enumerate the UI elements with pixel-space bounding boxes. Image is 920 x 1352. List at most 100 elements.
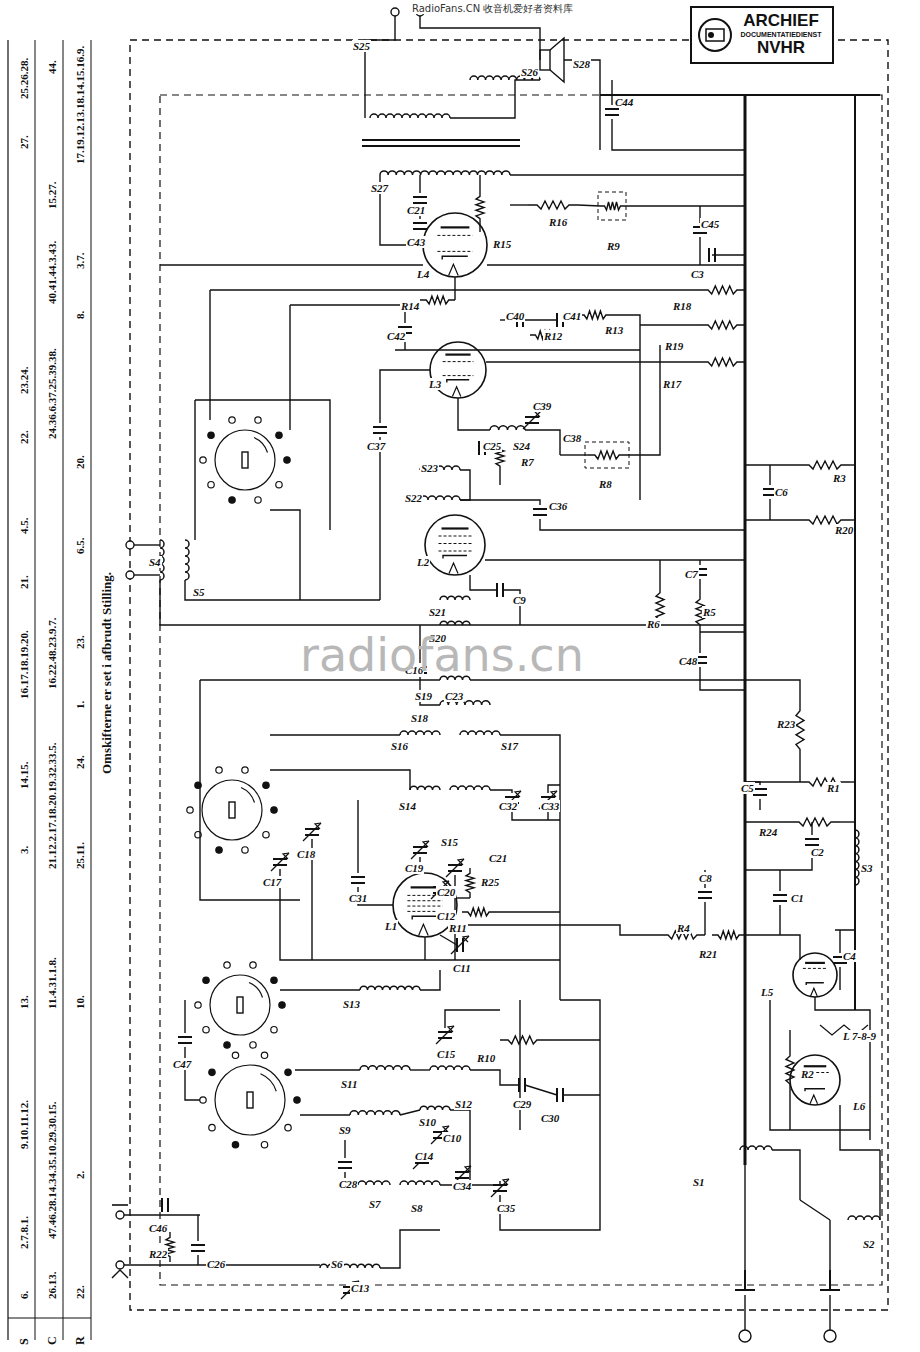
wire: [395, 349, 640, 350]
wafer-switch: [215, 1065, 285, 1135]
switch-contact: [276, 481, 282, 487]
wire: [280, 989, 360, 990]
part-label: C48: [678, 655, 698, 667]
table-cell: 16.22.48.23.9.7.: [46, 617, 58, 691]
wire: [454, 277, 455, 300]
resistor-symbol: [700, 286, 745, 294]
tube-anode: [805, 962, 825, 964]
coil-symbol: [420, 1106, 450, 1110]
wire: [789, 1030, 790, 1048]
wire: [744, 1295, 745, 1330]
table-cell: 11.4.31.1.8.: [46, 956, 58, 1010]
table-cell: 22.: [74, 1284, 86, 1300]
resistor-symbol: [800, 778, 850, 786]
capacitor-symbol: [605, 114, 619, 116]
part-label: S9: [338, 1124, 352, 1136]
part-label: R21: [698, 948, 718, 960]
capacitor-symbol: [413, 852, 427, 854]
trimmer-arrow: [515, 791, 521, 797]
switch-contact: [216, 767, 222, 773]
part-label: S5: [192, 586, 206, 598]
part-label: R8: [598, 478, 613, 490]
capacitor-symbol: [338, 1161, 352, 1163]
wire: [840, 821, 855, 822]
wire: [560, 454, 588, 455]
wire: [458, 398, 490, 430]
stamp-text: DOCUMENTATIEDIENST: [740, 31, 821, 39]
circuit: [8, 8, 888, 1342]
wire: [699, 560, 700, 565]
part-label: S6: [330, 1258, 344, 1270]
capacitor-symbol: [805, 838, 819, 840]
wire: [424, 937, 425, 960]
wire: [35, 40, 36, 1340]
part-label: L2: [416, 556, 430, 568]
part-label: C37: [366, 440, 386, 452]
coil-symbol: [320, 1264, 380, 1268]
switch-contact: [255, 417, 261, 423]
part-label: R25: [480, 876, 500, 888]
wire: [799, 760, 800, 782]
resistor-symbol: [476, 190, 484, 225]
capacitor-symbol: [533, 508, 547, 510]
part-label: C20: [436, 886, 456, 898]
wire: [839, 967, 840, 990]
resistor-symbol: [800, 461, 850, 469]
part-label: C38: [562, 432, 582, 444]
part-label: C29: [512, 1098, 532, 1110]
switch-contact: [279, 1002, 285, 1008]
wire: [600, 94, 880, 96]
part-label: C18: [296, 848, 316, 860]
switch-contact: [276, 432, 282, 438]
switch-contact: [261, 1052, 267, 1058]
wire: [854, 95, 856, 1010]
part-label: S26: [520, 66, 539, 78]
tube-cathode: [805, 1089, 825, 1092]
trimmer-arrow: [448, 1026, 454, 1032]
part-label: C35: [496, 1202, 516, 1214]
switch-contact: [285, 1069, 291, 1075]
terminal: [126, 541, 134, 549]
wire: [420, 16, 540, 60]
wire: [770, 1000, 870, 1130]
trimmer-arrow: [446, 859, 464, 877]
capacitor-symbol: [413, 222, 427, 224]
terminal: [391, 8, 399, 16]
rotation-arrow: [249, 983, 263, 998]
capacitor-symbol: [413, 846, 427, 848]
part-label: C14: [414, 1150, 434, 1162]
tube-heater: [810, 1095, 818, 1104]
switch-contact: [209, 1124, 215, 1130]
coil-symbol: [450, 786, 490, 790]
tube-envelope: [790, 1055, 840, 1105]
trimmer-arrow: [523, 411, 541, 429]
wire: [779, 870, 780, 891]
coil-symbol: [848, 1216, 880, 1220]
part-label: C31: [348, 892, 368, 904]
coil-symbol: [855, 830, 859, 885]
coil-symbol: [350, 1111, 400, 1115]
switch-contact: [261, 1141, 267, 1147]
wire: [400, 1110, 420, 1115]
part-label: R13: [604, 324, 624, 336]
wire: [500, 1140, 600, 1230]
wire: [769, 499, 770, 520]
coil-symbol: [400, 731, 440, 735]
switch-contact: [271, 807, 277, 813]
switch-contact: [294, 1097, 300, 1103]
part-label: R3: [832, 472, 847, 484]
wire: [8, 1318, 91, 1319]
part-label: C7: [684, 568, 699, 580]
tube-grid: [407, 906, 442, 907]
trimmer-arrow: [503, 1179, 509, 1185]
wire: [525, 1085, 557, 1095]
stamp-circle: [699, 19, 731, 51]
tube-heater: [452, 387, 460, 397]
part-label: C6: [774, 486, 789, 498]
part-label: S12: [454, 1098, 473, 1110]
wire: [700, 631, 745, 632]
part-label: C2: [810, 846, 825, 858]
earth-symbol: [112, 1204, 128, 1206]
wire: [699, 579, 700, 592]
